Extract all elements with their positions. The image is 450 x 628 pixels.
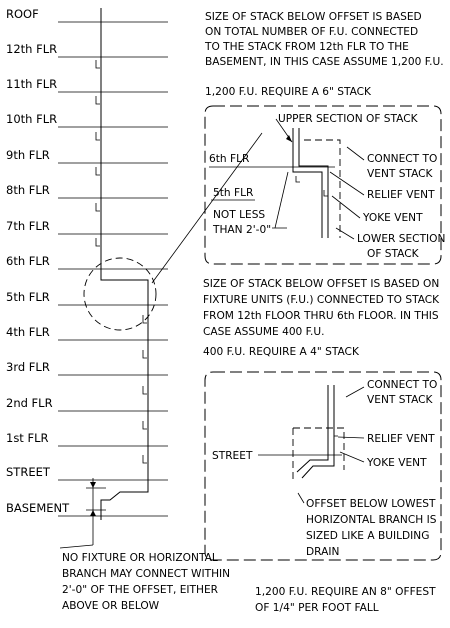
middle-note-line-1: SIZE OF STACK BELOW OFFSET IS BASED ON [203, 278, 439, 290]
middle-note-line-2: FIXTURE UNITS (F.U.) CONNECTED TO STACK [203, 294, 440, 306]
floor-label-12th: 12th FLR [6, 42, 57, 56]
bottom-right-line-1: 1,200 F.U. REQUIRE AN 8" OFFEST [255, 586, 436, 598]
offset-note-line-3: SIZED LIKE A BUILDING [306, 530, 429, 542]
lower-relief-vent: RELIEF VENT [367, 433, 435, 445]
floor-label-4th: 4th FLR [6, 325, 50, 339]
floor-label-10th: 10th FLR [6, 112, 57, 126]
lower-street-label: STREET [212, 450, 253, 462]
bottom-right-line-2: OF 1/4" PER FOOT FALL [255, 602, 379, 614]
offset-note-line-1: OFFSET BELOW LOWEST [306, 498, 436, 510]
offset-note-line-4: DRAIN [306, 546, 339, 558]
bottom-left-line-4: ABOVE OR BELOW [62, 600, 160, 612]
lower-connect-line-2: VENT STACK [367, 394, 434, 406]
branch-ticks [95, 60, 147, 464]
lower-detail-box: CONNECT TO VENT STACK STREET RELIEF VENT… [204, 371, 442, 561]
floor-label-9th: 9th FLR [6, 148, 50, 162]
floor-label-7th: 7th FLR [6, 219, 50, 233]
detail-5th-floor: 5th FLR [213, 187, 254, 199]
upper-connect-line-1: CONNECT TO [367, 153, 437, 165]
detail-leader [151, 132, 263, 284]
floor-label-8th: 8th FLR [6, 183, 50, 197]
not-less-line-2: THAN 2'-0" [212, 224, 271, 236]
middle-note-line-4: CASE ASSUME 400 F.U. [203, 326, 325, 338]
floor-label-street: STREET [6, 465, 51, 479]
floor-label-6th: 6th FLR [6, 254, 50, 268]
upper-note-line-4: BASEMENT, IN THIS CASE ASSUME 1,200 F.U. [205, 56, 444, 68]
floor-label-2nd: 2nd FLR [6, 396, 53, 410]
upper-relief-vent: RELIEF VENT [367, 189, 435, 201]
soil-stack-upper [100, 8, 149, 520]
middle-note-line-3: FROM 12th FLOOR THRU 6th FLOOR. IN THIS [203, 310, 439, 322]
floor-label-3rd: 3rd FLR [6, 360, 50, 374]
middle-requirement: 400 F.U. REQUIRE A 4" STACK [203, 346, 360, 358]
lower-section-line-2: OF STACK [367, 248, 420, 260]
upper-note-line-2: ON TOTAL NUMBER OF F.U. CONNECTED [205, 26, 418, 38]
offset-detail-circle [83, 257, 157, 331]
floor-label-roof: ROOF [6, 7, 39, 21]
bottom-left-line-1: NO FIXTURE OR HORIZONTAL [62, 552, 218, 564]
detail-6th-floor: 6th FLR [209, 153, 250, 165]
upper-yoke-vent: YOKE VENT [362, 212, 423, 224]
floor-lines [58, 21, 168, 517]
offset-dimension [59, 478, 106, 549]
bottom-right-note: 1,200 F.U. REQUIRE AN 8" OFFEST OF 1/4" … [255, 586, 436, 614]
bottom-left-note: NO FIXTURE OR HORIZONTAL BRANCH MAY CONN… [62, 552, 230, 612]
upper-detail-box: UPPER SECTION OF STACK 6th FLR 5th FLR N… [204, 105, 445, 265]
upper-note-line-3: TO THE STACK FROM 12th FLR TO THE [204, 41, 409, 53]
floor-label-11th: 11th FLR [6, 77, 57, 91]
floor-label-5th: 5th FLR [6, 290, 50, 304]
bottom-left-line-3: 2'-0" OF THE OFFSET, EITHER [62, 584, 219, 596]
bottom-left-line-2: BRANCH MAY CONNECT WITHIN [62, 568, 230, 580]
building-elevation: ROOF 12th FLR 11th FLR 10th FLR 9th FLR … [6, 7, 263, 549]
not-less-line-1: NOT LESS [213, 209, 265, 221]
lower-section-line-1: LOWER SECTION [357, 233, 445, 245]
upper-section-label: UPPER SECTION OF STACK [278, 113, 419, 125]
upper-note: SIZE OF STACK BELOW OFFSET IS BASED ON T… [204, 11, 444, 98]
lower-yoke-vent: YOKE VENT [366, 457, 427, 469]
upper-requirement: 1,200 F.U. REQUIRE A 6" STACK [205, 86, 372, 98]
offset-note-line-2: HORIZONTAL BRANCH IS [306, 514, 437, 526]
upper-note-line-1: SIZE OF STACK BELOW OFFSET IS BASED [205, 11, 422, 23]
upper-connect-line-2: VENT STACK [367, 168, 434, 180]
middle-note: SIZE OF STACK BELOW OFFSET IS BASED ON F… [203, 278, 440, 358]
floor-label-1st: 1st FLR [6, 431, 49, 445]
lower-connect-line-1: CONNECT TO [367, 379, 437, 391]
floor-label-basement: BASEMENT [6, 501, 70, 515]
